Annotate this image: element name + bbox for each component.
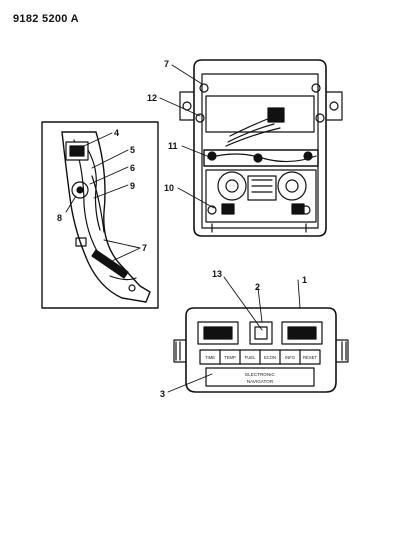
callout-12: 12 <box>147 93 157 103</box>
callout-5: 5 <box>130 145 135 155</box>
console-button-label: TIME <box>205 355 215 360</box>
callout-6: 6 <box>130 163 135 173</box>
console-button-label: INFO <box>285 355 296 360</box>
callout-9: 9 <box>130 181 135 191</box>
callout-11: 11 <box>168 141 178 151</box>
console-housing-top-view <box>179 59 343 237</box>
console-button-label: RESET <box>303 355 317 360</box>
callout-8: 8 <box>57 213 62 223</box>
callout-4: 4 <box>114 128 119 138</box>
console-assembly-front-view <box>173 307 349 393</box>
callout-2: 2 <box>255 282 260 292</box>
callout-7-inset: 7 <box>142 243 147 253</box>
callout-1: 1 <box>302 275 307 285</box>
callout-10: 10 <box>164 183 174 193</box>
inset-detail-box <box>41 121 159 309</box>
console-plate-label: NAVIGATOR <box>247 379 274 384</box>
leader-lines <box>65 64 301 393</box>
reference-code: 9182 5200 A <box>13 13 79 25</box>
console-button-label: ECON <box>264 355 276 360</box>
callout-13: 13 <box>212 269 222 279</box>
console-plate-label: ELECTRONIC <box>245 372 275 377</box>
callout-3: 3 <box>160 389 165 399</box>
console-button-label: FUEL <box>245 355 256 360</box>
callout-7: 7 <box>164 59 169 69</box>
console-button-label: TEMP <box>224 355 236 360</box>
